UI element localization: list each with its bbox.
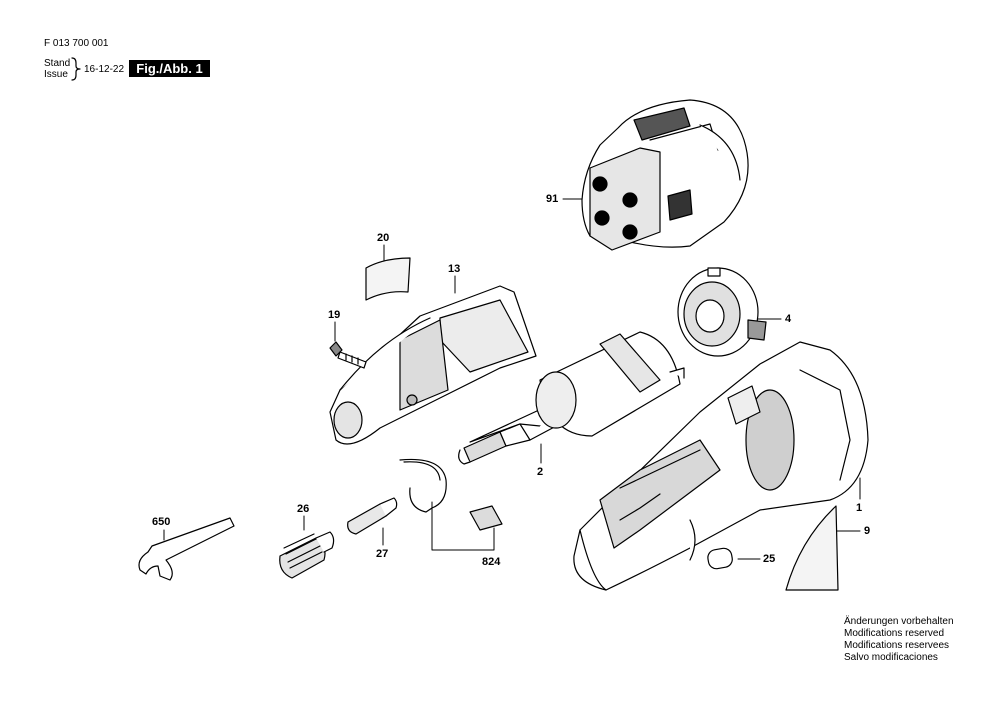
callout-1: 1	[856, 502, 863, 514]
callout-91: 91	[546, 193, 559, 205]
callout-2: 2	[537, 466, 544, 478]
label-sticker-20	[365, 257, 411, 301]
callout-4: 4	[785, 313, 792, 325]
main-housing-1	[573, 341, 869, 591]
clip-824	[399, 458, 447, 513]
callout-650: 650	[152, 516, 171, 528]
sticker-9	[785, 505, 839, 591]
figure-tag: Fig./Abb. 1	[129, 60, 210, 77]
note-german: Änderungen vorbehalten	[844, 616, 954, 627]
issue-date: 16-12-22	[84, 64, 125, 75]
wrench-650	[138, 517, 235, 581]
callout-26: 26	[297, 503, 310, 515]
callout-9: 9	[864, 525, 871, 537]
screw-19	[329, 341, 367, 369]
collet-27	[347, 497, 398, 535]
callout-25: 25	[763, 553, 776, 565]
issue-label: Issue	[44, 69, 68, 80]
callout-13: 13	[448, 263, 461, 275]
callout-19: 19	[328, 309, 341, 321]
plate-824	[469, 505, 503, 531]
modification-notes: Änderungen vorbehalten Modifications res…	[844, 616, 954, 664]
housing-shell-13	[329, 285, 537, 445]
end-cap-4	[677, 267, 767, 357]
motor-2	[458, 331, 685, 465]
note-french: Modifications reservees	[844, 640, 950, 651]
note-english: Modifications reserved	[844, 628, 945, 639]
note-spanish: Salvo modificaciones	[844, 652, 938, 663]
callout-20: 20	[377, 232, 390, 244]
leader-lines	[163, 198, 861, 560]
part-number: F 013 700 001	[44, 38, 109, 49]
collet-nut-26	[279, 531, 335, 579]
callout-824: 824	[482, 556, 501, 568]
stand-label: Stand	[44, 58, 71, 69]
callout-27: 27	[376, 548, 389, 560]
issue-brace	[71, 57, 81, 81]
battery-pack-91	[581, 99, 749, 251]
button-25	[707, 547, 733, 570]
